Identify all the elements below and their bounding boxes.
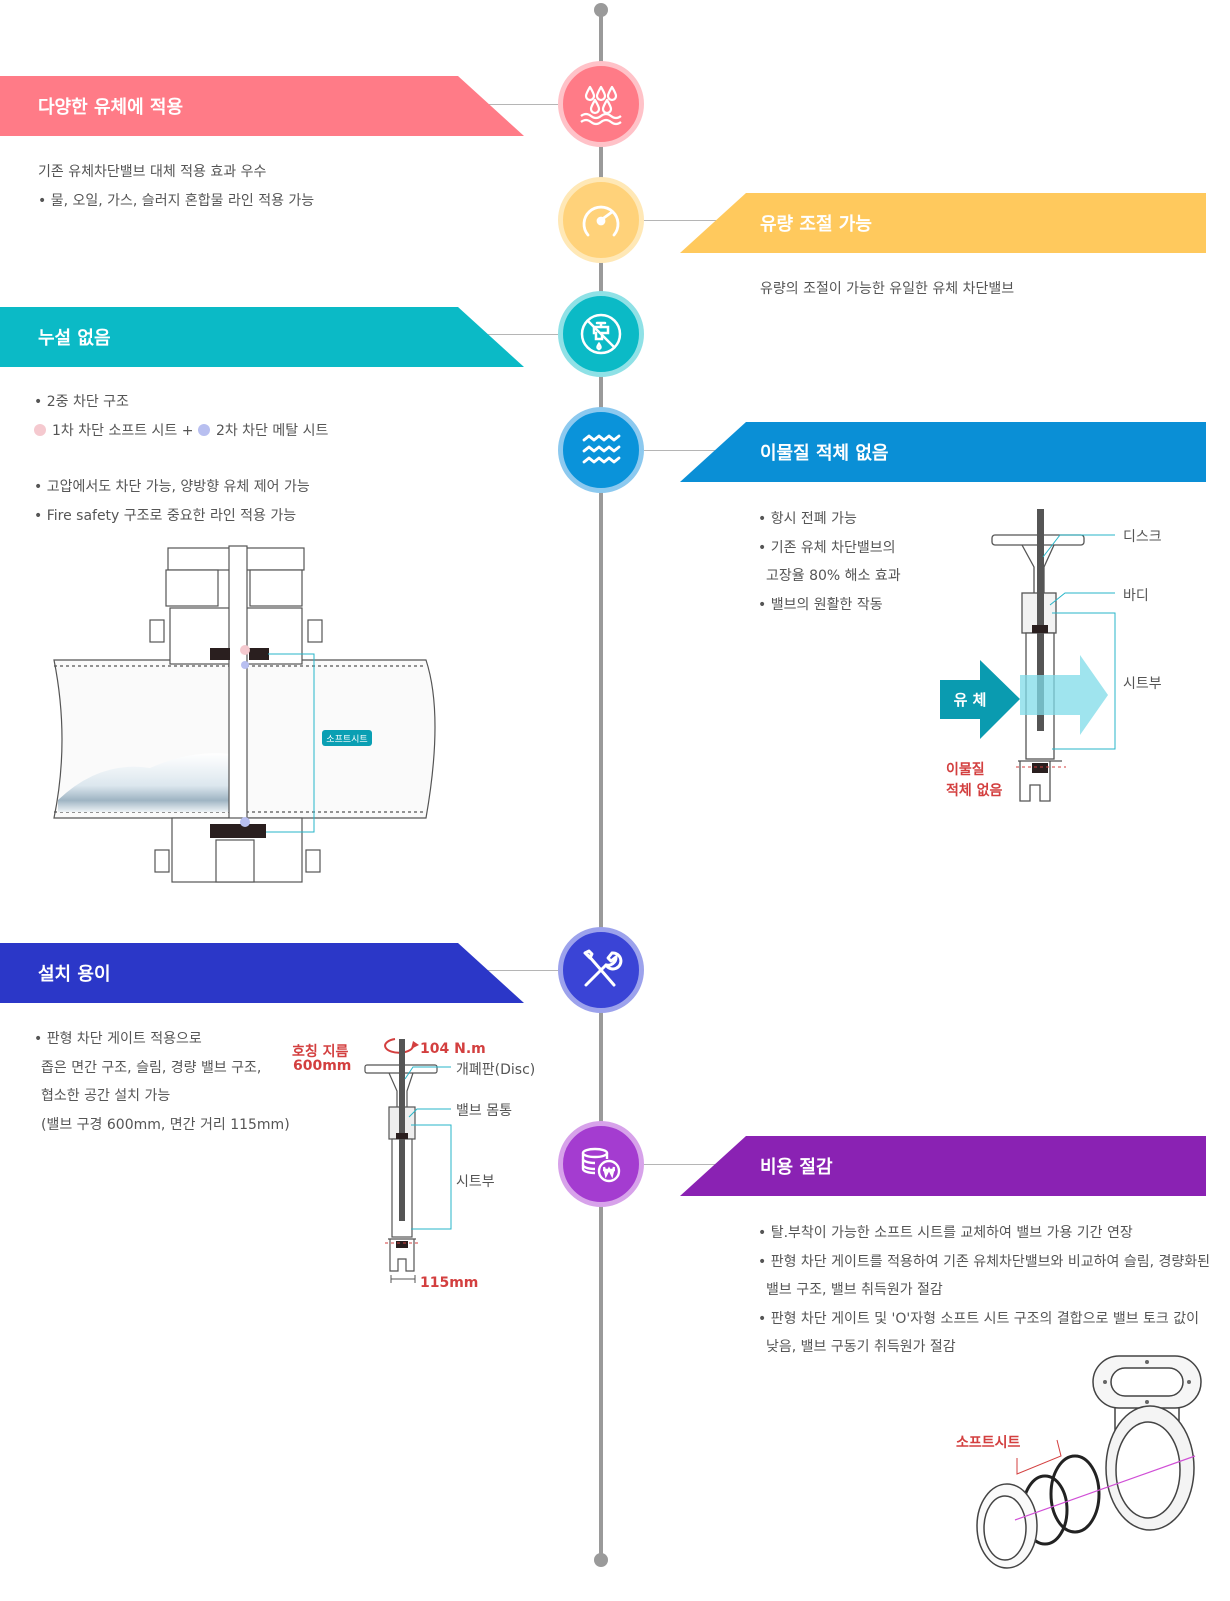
coins-won-icon [581, 1147, 621, 1183]
text-fluid: 기존 유체차단밸브 대체 적용 효과 우수 • 물, 오일, 가스, 슬러지 혼… [38, 158, 314, 215]
label-install-body: 밸브 몸통 [456, 1103, 512, 1119]
banner-install: 설치 용이 [0, 943, 524, 1003]
text-line: • 2중 차단 구조 [34, 394, 129, 410]
soft-seat-tag: 소프트시트 [326, 734, 367, 745]
title-leak: 누설 없음 [38, 328, 111, 349]
text-line: • 판형 차단 게이트 및 'O'자형 소프트 시트 구조의 결합으로 밸브 토… [758, 1310, 1200, 1327]
text-line: • 밸브의 원활한 작동 [758, 596, 883, 613]
label-face-width: 115mm [420, 1275, 479, 1291]
text-cost: • 탈.부착이 가능한 소프트 시트를 교체하여 밸브 가용 기간 연장 • 판… [758, 1219, 1210, 1362]
soft-seat-dot [34, 423, 46, 436]
text-line: 좁은 면간 구조, 슬림, 경량 밸브 구조, [41, 1059, 262, 1076]
water-drops-icon [580, 85, 622, 126]
connector-leak [458, 334, 558, 335]
connector-cost [644, 1164, 744, 1165]
text-install: • 판형 차단 게이트 적용으로 좁은 면간 구조, 슬림, 경량 밸브 구조,… [34, 1025, 290, 1139]
title-debris: 이물질 적체 없음 [760, 443, 889, 464]
text-leak: • 2중 차단 구조 1차 차단 소프트 시트 + 2차 차단 메탈 시트 • … [34, 388, 328, 530]
legend-row: 1차 차단 소프트 시트 + 2차 차단 메탈 시트 [34, 417, 328, 446]
soft-seat-label: 1차 차단 소프트 시트 + [52, 422, 194, 439]
text-line: • 판형 차단 게이트 적용으로 [34, 1031, 202, 1047]
circle-flow [558, 177, 644, 263]
text-line: 협소한 공간 설치 가능 [41, 1088, 171, 1104]
pipe-valve-diagram: 소프트시트 [53, 545, 436, 883]
label-disc: 디스크 [1123, 529, 1162, 545]
label-torque: 104 N.m [420, 1041, 486, 1057]
label-soft-seat: 소프트시트 [956, 1435, 1021, 1451]
text-line: • 고압에서도 차단 가능, 양방향 유체 제어 가능 [34, 479, 310, 495]
label-no-debris-2: 적체 없음 [946, 783, 1003, 799]
banner-fluid: 다양한 유체에 적용 [0, 76, 524, 136]
text-line: 고장율 80% 해소 효과 [766, 568, 901, 584]
text-line: • 기존 유체 차단밸브의 [758, 539, 896, 556]
text-line: 유량의 조절이 가능한 유일한 유체 차단밸브 [760, 281, 1015, 297]
label-install-seat: 시트부 [456, 1174, 495, 1190]
circle-install [558, 927, 644, 1013]
text-line: 기존 유체차단밸브 대체 적용 효과 우수 [38, 164, 267, 180]
title-cost: 비용 절감 [760, 1157, 833, 1178]
text-line: • Fire safety 구조로 중요한 라인 적용 가능 [34, 507, 297, 524]
banner-cost: 비용 절감 [680, 1136, 1206, 1196]
timeline-start-dot [594, 3, 608, 17]
debris-valve-diagram: 유 체 [940, 509, 1116, 802]
timeline-end-dot [594, 1553, 608, 1567]
metal-seat-label: 2차 차단 메탈 시트 [215, 422, 329, 439]
circle-debris [558, 407, 644, 493]
text-line: • 탈.부착이 가능한 소프트 시트를 교체하여 밸브 가용 기간 연장 [758, 1225, 1133, 1241]
text-line: • 판형 차단 게이트를 적용하여 기존 유체차단밸브와 비교하여 슬림, 경량… [758, 1253, 1211, 1270]
text-debris: • 항시 전폐 가능 • 기존 유체 차단밸브의 고장율 80% 해소 효과 •… [758, 505, 901, 619]
metal-seat-dot [197, 423, 210, 436]
label-install-disc: 개폐판(Disc) [456, 1062, 536, 1078]
circle-cost [558, 1121, 644, 1207]
label-nominal-1: 호칭 지름 [292, 1044, 349, 1060]
text-line: 밸브 구조, 밸브 취득원가 절감 [766, 1282, 943, 1298]
label-seat: 시트부 [1123, 676, 1162, 692]
title-install: 설치 용이 [38, 964, 111, 985]
exploded-valve-diagram [976, 1355, 1202, 1569]
title-flow: 유량 조절 가능 [760, 214, 872, 235]
waves-icon [582, 434, 621, 464]
text-line: • 항시 전폐 가능 [758, 511, 857, 527]
circle-fluid [558, 61, 644, 147]
banner-leak: 누설 없음 [0, 307, 524, 367]
connector-flow [644, 220, 744, 221]
label-no-debris-1: 이물질 [946, 762, 985, 778]
label-nominal-2: 600mm [293, 1058, 352, 1074]
fluid-arrow-label: 유 체 [954, 691, 987, 709]
text-line: • 물, 오일, 가스, 슬러지 혼합물 라인 적용 가능 [38, 192, 315, 209]
connector-debris [644, 450, 744, 451]
no-leak-faucet-icon [580, 313, 622, 355]
circle-leak [558, 291, 644, 377]
title-fluid: 다양한 유체에 적용 [38, 97, 184, 118]
timeline-line [599, 10, 603, 1560]
text-line: (밸브 구경 600mm, 면간 거리 115mm) [41, 1116, 290, 1133]
text-line: 낮음, 밸브 구동기 취득원가 절감 [766, 1339, 956, 1355]
banner-debris: 이물질 적체 없음 [680, 422, 1206, 482]
text-flow: 유량의 조절이 가능한 유일한 유체 차단밸브 [760, 275, 1014, 304]
connector-fluid [458, 104, 558, 105]
label-body: 바디 [1123, 588, 1149, 604]
gauge-icon [582, 205, 620, 237]
install-valve-diagram [364, 1038, 452, 1283]
wrench-screwdriver-icon [583, 949, 623, 987]
banner-flow: 유량 조절 가능 [680, 193, 1206, 253]
connector-install [458, 970, 558, 971]
